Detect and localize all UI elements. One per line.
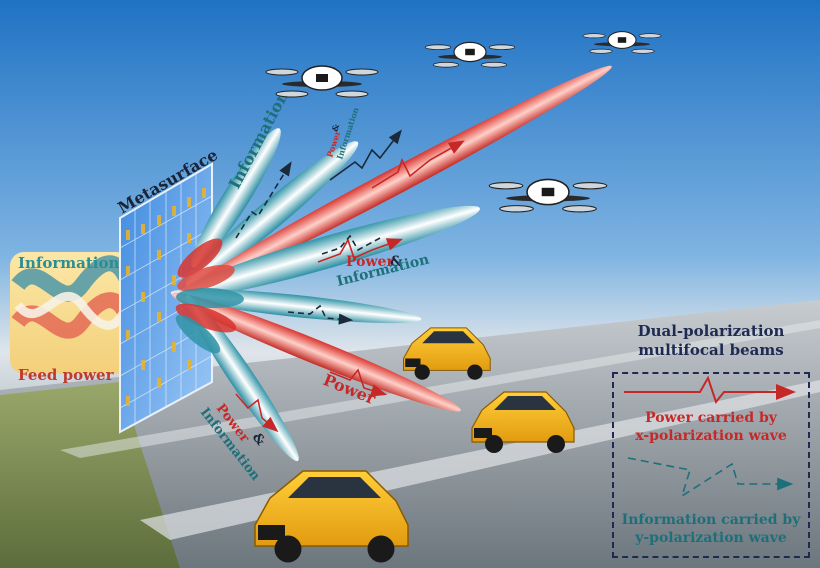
drone-icon [265,65,379,98]
grass-strip [0,382,180,568]
side-lobe [177,264,235,292]
info-beam-top [191,128,281,268]
car-icon [254,470,409,563]
legend-box [612,372,810,558]
power-beam-upper [184,65,612,295]
legend-info-arrow [627,457,794,498]
small-combo-amp: & [329,122,341,133]
info-input-label: Information [18,254,120,272]
side-lobe [175,303,237,333]
metasurface-panel [119,162,213,434]
feed-power-label: Feed power [18,366,115,384]
car-icon [402,327,491,380]
legend-power-label: Power carried by x-polarization wave [614,409,808,445]
side-lobe [177,238,223,278]
power-beam-low [171,292,461,412]
combo-beam-upper [185,141,359,287]
drone-icon [488,178,608,213]
side-lobe [176,287,244,309]
drone-icon [582,31,662,54]
feed-input [10,252,136,374]
legend-power-line1: Power carried by [645,410,777,426]
side-lobe [175,314,221,354]
mid-combo-power: Power [346,254,394,270]
wave-arrows [235,129,465,433]
drone-icon [424,41,516,68]
ground-plane [0,300,820,568]
legend-info-line2: y-polarization wave [635,530,787,546]
legend-title-line1: Dual-polarization [637,322,785,340]
legend-power-line2: x-polarization wave [635,428,787,444]
legend-info-label: Information carried by y-polarization wa… [614,511,808,547]
mid-combo-amp: & [390,254,403,270]
legend-power-arrow [624,375,796,405]
car-icon [471,391,575,453]
road-line-2 [60,320,820,458]
combo-beam-mid [176,205,480,299]
legend-info-line1: Information carried by [621,512,801,528]
beam-lobes [170,65,612,462]
legend-title: Dual-polarization multifocal beams [606,322,816,360]
legend-title-line2: multifocal beams [638,341,784,359]
